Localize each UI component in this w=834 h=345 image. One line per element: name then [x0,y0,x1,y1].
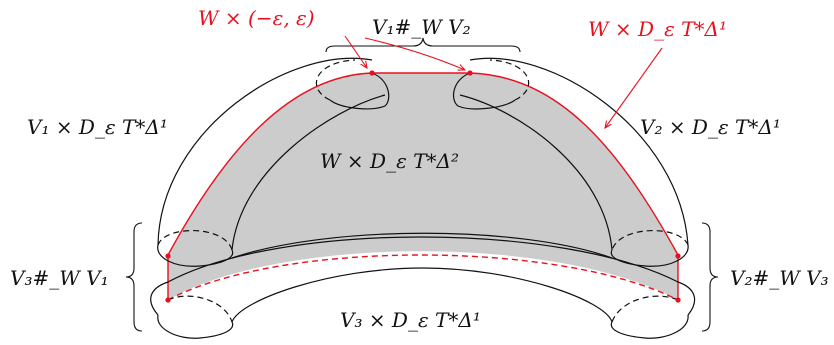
top-left-tube-dashed [315,59,356,101]
red-dot-left-mid [165,253,171,259]
label-top-right-red: W × D_ε T*Δ¹ [588,17,727,41]
lower-left-ellipse-dashed [167,295,233,323]
outer-handle [157,57,689,246]
right-upper-ellipse-dashed [611,229,689,251]
shaded-surface [168,73,678,300]
left-upper-ellipse-solid [157,244,234,267]
lower-left-ellipse-solid [157,314,234,339]
left-brace [125,222,143,332]
label-top-center: V₁#_W V₂ [372,15,471,39]
lower-outer-tube [150,236,696,316]
red-dot-top-left [369,70,375,76]
top-brace [325,37,521,53]
inner-handle [231,94,613,251]
label-left-bottom: V₃#_W V₁ [10,266,109,290]
red-dot-right-low [675,297,681,303]
red-dot-left-low [165,297,171,303]
lower-right-ellipse-dashed [611,295,679,323]
label-right-middle: V₂ × D_ε T*Δ¹ [640,115,781,139]
top-left-tube-solid [329,72,390,110]
arrow-to-red-curve [605,47,663,128]
top-right-tube-solid [452,72,516,110]
red-boundary-curve [167,72,679,300]
red-dot-right-mid [675,253,681,259]
arrow-to-right-point [364,37,465,70]
label-top-left-red: W × (−ε, ε) [198,6,315,30]
red-dashed-curve [167,254,679,301]
label-bottom-center: V₃ × D_ε T*Δ¹ [340,308,481,332]
middle-band-top [231,232,613,259]
label-right-bottom: V₂#_W V₃ [730,266,829,290]
right-brace [701,222,719,332]
right-upper-ellipse-solid [610,244,689,267]
label-center: W × D_ε T*Δ² [320,149,459,173]
top-right-tube-dashed [489,59,530,101]
lower-inner-tube [231,267,613,323]
label-left-middle: V₁ × D_ε T*Δ¹ [27,115,168,139]
left-upper-ellipse-dashed [157,229,233,251]
lower-right-ellipse-solid [610,314,689,339]
arrow-to-left-point [344,35,367,68]
red-dot-top-right [467,70,473,76]
